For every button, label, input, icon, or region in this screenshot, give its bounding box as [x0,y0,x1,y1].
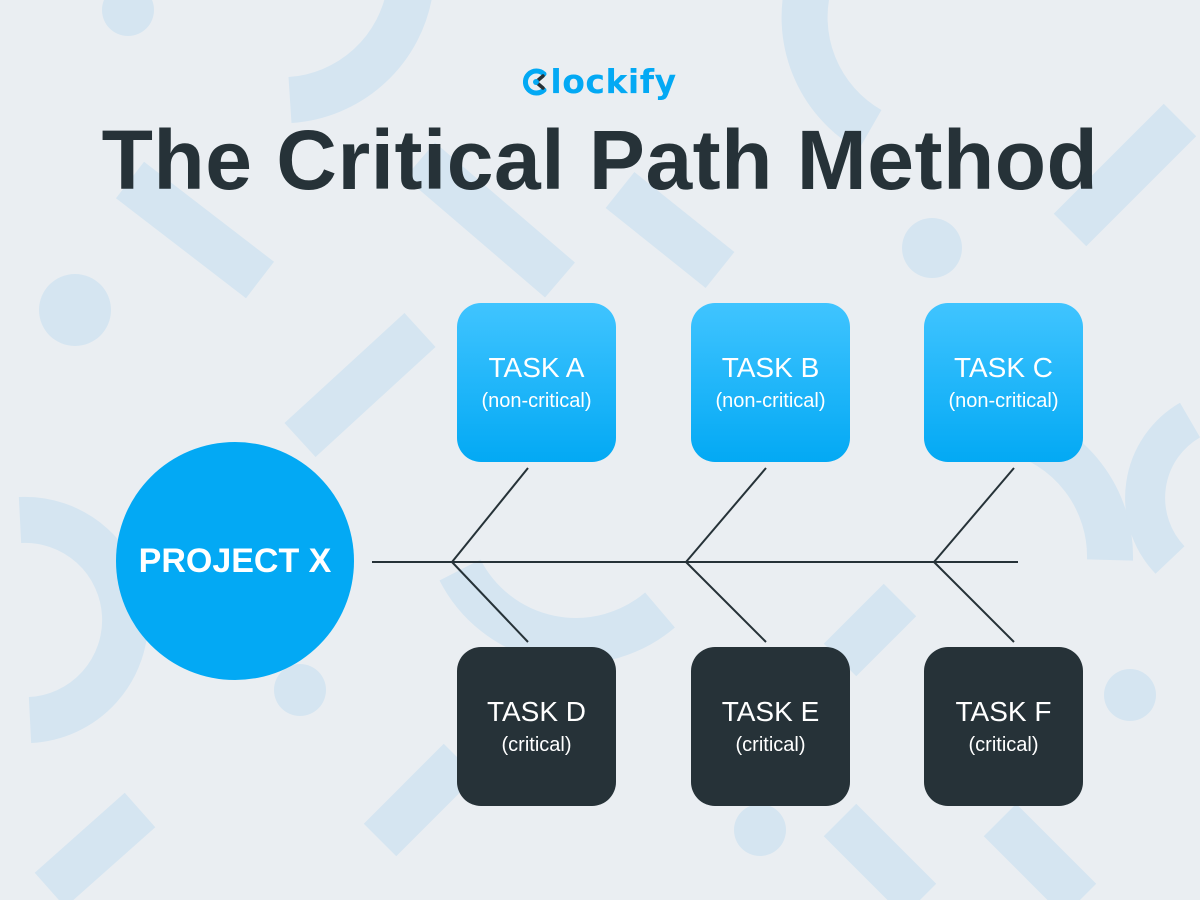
task-b-node: TASK B (non-critical) [691,303,850,462]
task-c-node: TASK C (non-critical) [924,303,1083,462]
decor-bar [405,142,575,298]
page-title: The Critical Path Method [101,113,1099,207]
task-name: TASK A [488,352,585,383]
connector-task-e [685,561,767,643]
task-name: TASK F [955,696,1052,727]
decor-dot [1104,669,1156,721]
decor-arc [18,496,149,743]
decor-bar [823,803,937,900]
decor-bar [115,161,275,299]
task-name: TASK C [953,352,1054,383]
decor-bar [363,743,477,857]
decor-dot [102,0,154,36]
project-label: PROJECT X [138,541,332,580]
decor-bar [823,583,917,677]
decor-arc [781,0,882,150]
decor-bar [1053,103,1197,247]
task-f-node: TASK F (critical) [924,647,1083,806]
task-status: (non-critical) [481,390,592,412]
clockify-c-icon [523,68,547,95]
project-node: PROJECT X [116,442,354,680]
decor-arc [1125,402,1200,574]
task-name: TASK E [721,696,820,727]
task-d-node: TASK D (critical) [457,647,616,806]
task-e-node: TASK E (critical) [691,647,850,806]
decor-dot [274,664,326,716]
task-name: TASK B [721,352,820,383]
connector-task-f [933,561,1015,643]
connector-task-b [685,467,767,563]
decor-bar [983,803,1097,900]
decor-dot [39,274,111,346]
task-a-node: TASK A (non-critical) [457,303,616,462]
decor-dot [902,218,962,278]
task-name: TASK D [486,696,587,727]
decor-arc [439,559,675,664]
brand-name: lockify [550,62,677,101]
task-status: (non-critical) [715,390,826,412]
brand-logo: lockify [0,62,1200,101]
decor-bar [284,313,436,457]
connector-task-c [933,467,1015,563]
decor-dot [734,804,786,856]
decor-bar [34,792,156,900]
decor-bar [605,172,735,288]
connector-task-d [451,561,529,643]
task-status: (non-critical) [948,390,1059,412]
task-status: (critical) [501,734,572,756]
connector-task-a [451,467,529,563]
decor-arc [287,0,432,123]
task-status: (critical) [735,734,806,756]
task-status: (critical) [968,734,1039,756]
